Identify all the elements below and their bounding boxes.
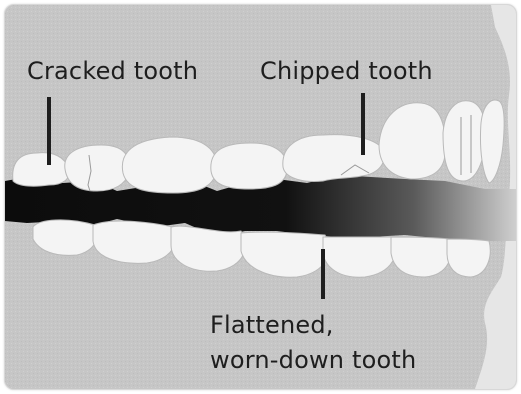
upper-tooth-3 [122, 137, 217, 193]
upper-tooth-1 [13, 153, 70, 187]
flattened-tooth-label-line2: worn-down tooth [210, 346, 416, 375]
lower-tooth-2 [93, 221, 176, 263]
chipped-upper-tooth [283, 135, 384, 182]
upper-tooth-4 [211, 143, 287, 189]
chipped-tooth-label: Chipped tooth [260, 57, 433, 86]
cracked-upper-tooth [65, 145, 130, 191]
flattened-tooth-label-line1: Flattened, [210, 311, 334, 340]
dental-diagram-frame: Cracked tooth Chipped tooth Flattened, w… [4, 4, 517, 390]
cracked-tooth-label: Cracked tooth [27, 57, 198, 86]
lower-tooth-3 [171, 226, 246, 271]
